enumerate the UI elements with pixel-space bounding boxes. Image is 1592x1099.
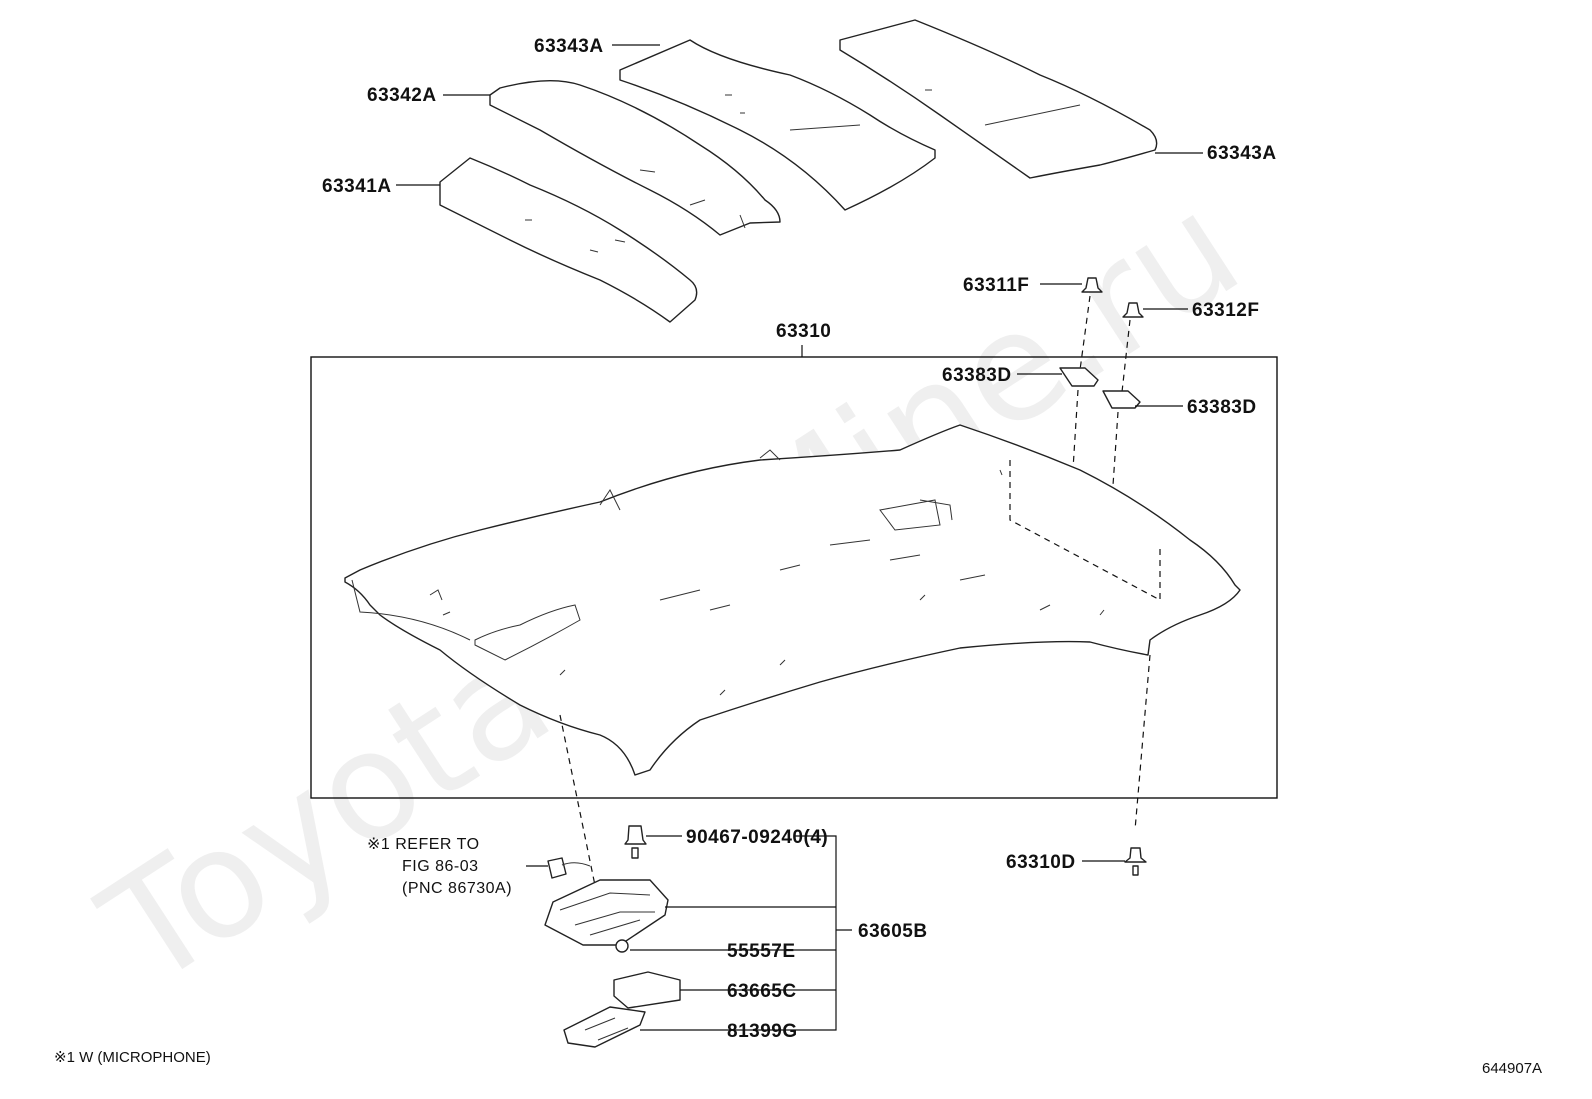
refer-note-line2: FIG 86-03 <box>402 858 479 875</box>
headliner-63310 <box>344 424 1241 776</box>
cover-81399G <box>563 1006 646 1048</box>
label-90467-09240: 90467-09240(4) <box>686 827 828 848</box>
panel-63343A-right <box>839 19 1158 179</box>
label-63342A: 63342A <box>367 85 437 106</box>
clip-63312F <box>1122 302 1144 318</box>
microphone <box>547 857 591 879</box>
label-63310: 63310 <box>776 321 831 342</box>
refer-note-line1: ※1 REFER TO <box>367 836 480 853</box>
refer-note-line3: (PNC 86730A) <box>402 880 512 897</box>
label-63310D: 63310D <box>1006 852 1076 873</box>
panel-63342A <box>489 79 781 236</box>
clip-63310D <box>1124 847 1147 876</box>
label-63343A-right: 63343A <box>1207 143 1277 164</box>
label-81399G: 81399G <box>727 1021 798 1042</box>
screw-90467-09240 <box>624 825 647 859</box>
diagram-id: 644907A <box>1482 1060 1542 1077</box>
label-63605B: 63605B <box>858 921 928 942</box>
footnote: ※1 W (MICROPHONE) <box>54 1049 211 1066</box>
label-55557E: 55557E <box>727 941 796 962</box>
label-63311F: 63311F <box>963 275 1029 296</box>
label-63383D-left: 63383D <box>942 365 1012 386</box>
panel-63341A <box>439 157 698 323</box>
pad-63383D-left <box>1059 367 1099 387</box>
pad-63383D-right <box>1102 390 1141 409</box>
lens-63665C <box>613 971 681 1009</box>
label-63383D-right: 63383D <box>1187 397 1257 418</box>
label-63665C: 63665C <box>727 981 797 1002</box>
dome-lamp-63605B <box>544 879 669 946</box>
label-63343A-top: 63343A <box>534 36 604 57</box>
panel-63343A-center <box>619 39 936 211</box>
label-63312F: 63312F <box>1192 300 1259 321</box>
label-63341A: 63341A <box>322 176 392 197</box>
clip-63311F <box>1081 277 1103 293</box>
bulb-55557E <box>615 939 629 953</box>
headliner-frame <box>310 356 1278 799</box>
